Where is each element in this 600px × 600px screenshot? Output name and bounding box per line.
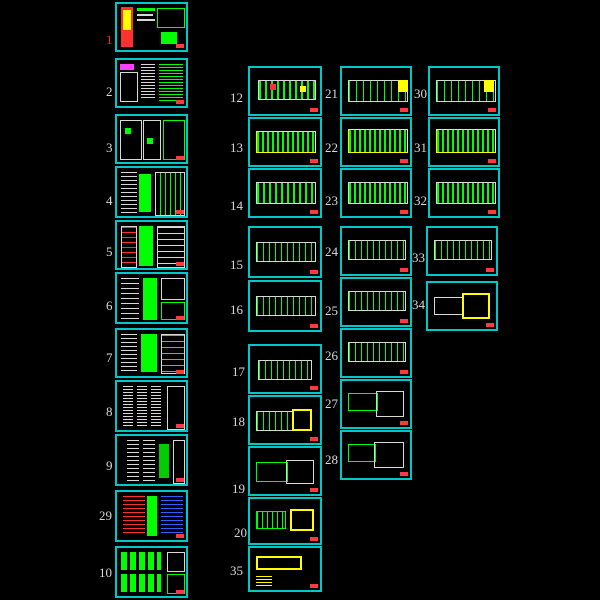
sheet-24[interactable] — [340, 226, 412, 276]
sheet-8[interactable] — [115, 380, 188, 432]
sheet-label-24: 24 — [325, 244, 338, 259]
sheet-3[interactable] — [115, 114, 188, 164]
sheet-25[interactable] — [340, 277, 412, 327]
sheet-33[interactable] — [426, 226, 498, 276]
sheet-label-33: 33 — [412, 250, 425, 265]
sheet-label-19: 19 — [232, 481, 245, 496]
sheet-30[interactable] — [428, 66, 500, 116]
sheet-9[interactable] — [115, 434, 188, 486]
sheet-label-32: 32 — [414, 193, 427, 208]
sheet-label-31: 31 — [414, 140, 427, 155]
sheet-14[interactable] — [248, 168, 322, 218]
sheet-label-12: 12 — [230, 90, 243, 105]
sheet-22[interactable] — [340, 117, 412, 167]
sheet-label-8: 8 — [106, 404, 113, 419]
sheet-1[interactable] — [115, 2, 188, 52]
sheet-label-10: 10 — [99, 565, 112, 580]
sheet-13[interactable] — [248, 117, 322, 167]
sheet-29[interactable] — [115, 490, 188, 542]
sheet-10[interactable] — [115, 546, 188, 598]
sheet-label-22: 22 — [325, 140, 338, 155]
sheet-label-15: 15 — [230, 257, 243, 272]
sheet-label-16: 16 — [230, 302, 243, 317]
sheet-label-35: 35 — [230, 563, 243, 578]
sheet-label-27: 27 — [325, 396, 338, 411]
sheet-21[interactable] — [340, 66, 412, 116]
sheet-28[interactable] — [340, 430, 412, 480]
sheet-label-9: 9 — [106, 458, 113, 473]
sheet-label-23: 23 — [325, 193, 338, 208]
sheet-32[interactable] — [428, 168, 500, 218]
sheet-20[interactable] — [248, 497, 322, 545]
sheet-label-1: 1 — [106, 32, 113, 47]
sheet-19[interactable] — [248, 446, 322, 496]
sheet-26[interactable] — [340, 328, 412, 378]
sheet-label-29: 29 — [99, 508, 112, 523]
sheet-4[interactable] — [115, 166, 188, 218]
sheet-15[interactable] — [248, 226, 322, 278]
sheet-7[interactable] — [115, 328, 188, 378]
sheet-label-3: 3 — [106, 140, 113, 155]
sheet-label-25: 25 — [325, 303, 338, 318]
sheet-label-18: 18 — [232, 414, 245, 429]
sheet-17[interactable] — [248, 344, 322, 394]
sheet-label-7: 7 — [106, 350, 113, 365]
sheet-6[interactable] — [115, 272, 188, 324]
sheet-18[interactable] — [248, 395, 322, 445]
sheet-27[interactable] — [340, 379, 412, 429]
sheet-34[interactable] — [426, 281, 498, 331]
sheet-31[interactable] — [428, 117, 500, 167]
sheet-label-4: 4 — [106, 193, 113, 208]
sheet-label-30: 30 — [414, 86, 427, 101]
sheet-label-5: 5 — [106, 244, 113, 259]
sheet-label-21: 21 — [325, 86, 338, 101]
sheet-12[interactable] — [248, 66, 322, 116]
sheet-2[interactable] — [115, 58, 188, 108]
sheet-label-28: 28 — [325, 452, 338, 467]
sheet-label-17: 17 — [232, 364, 245, 379]
sheet-label-20: 20 — [234, 525, 247, 540]
sheet-5[interactable] — [115, 220, 188, 270]
sheet-label-34: 34 — [412, 297, 425, 312]
sheet-35[interactable] — [248, 546, 322, 592]
sheet-16[interactable] — [248, 280, 322, 332]
sheet-23[interactable] — [340, 168, 412, 218]
sheet-label-26: 26 — [325, 348, 338, 363]
sheet-label-14: 14 — [230, 198, 243, 213]
sheet-label-13: 13 — [230, 140, 243, 155]
sheet-label-6: 6 — [106, 298, 113, 313]
sheet-label-2: 2 — [106, 84, 113, 99]
